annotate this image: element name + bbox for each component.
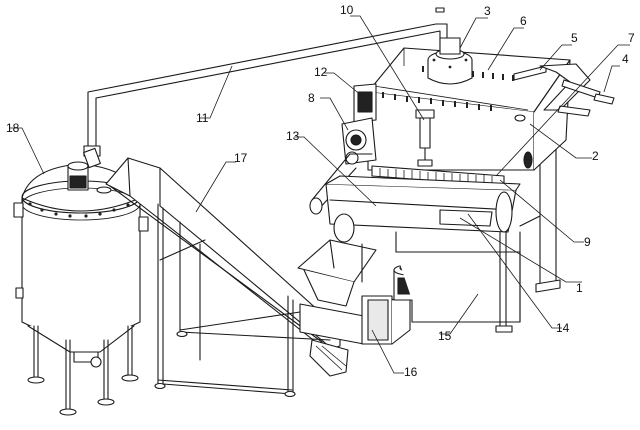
callout-17: 17: [234, 151, 248, 165]
callout-8: 8: [308, 91, 315, 105]
rail-assembly: [513, 63, 615, 117]
callout-11: 11: [196, 111, 209, 125]
callout-2: 2: [592, 149, 599, 163]
callout-1: 1: [576, 281, 583, 295]
callout-14: 14: [556, 321, 570, 335]
callout-4: 4: [622, 52, 629, 66]
callout-labels: 1 2 3 4 5 6 7 8 9 10 11 12 13 14 15 16 1…: [6, 3, 635, 379]
conveyor-17: [105, 157, 349, 398]
motor-12: [341, 83, 377, 165]
callout-9: 9: [584, 235, 591, 249]
stand-15: [361, 145, 561, 333]
cylinder-10: [415, 109, 435, 167]
callout-12: 12: [314, 65, 328, 79]
box-2: [367, 37, 571, 171]
callout-5: 5: [571, 31, 578, 45]
callout-13: 13: [286, 129, 300, 143]
callout-16: 16: [404, 365, 418, 379]
leader-lines: [10, 15, 630, 374]
callout-7: 7: [628, 31, 635, 45]
callout-15: 15: [438, 329, 452, 343]
callout-10: 10: [340, 3, 354, 17]
callout-3: 3: [484, 4, 491, 18]
callout-6: 6: [520, 14, 527, 28]
callout-18: 18: [6, 121, 20, 135]
trough-14: [309, 153, 521, 243]
